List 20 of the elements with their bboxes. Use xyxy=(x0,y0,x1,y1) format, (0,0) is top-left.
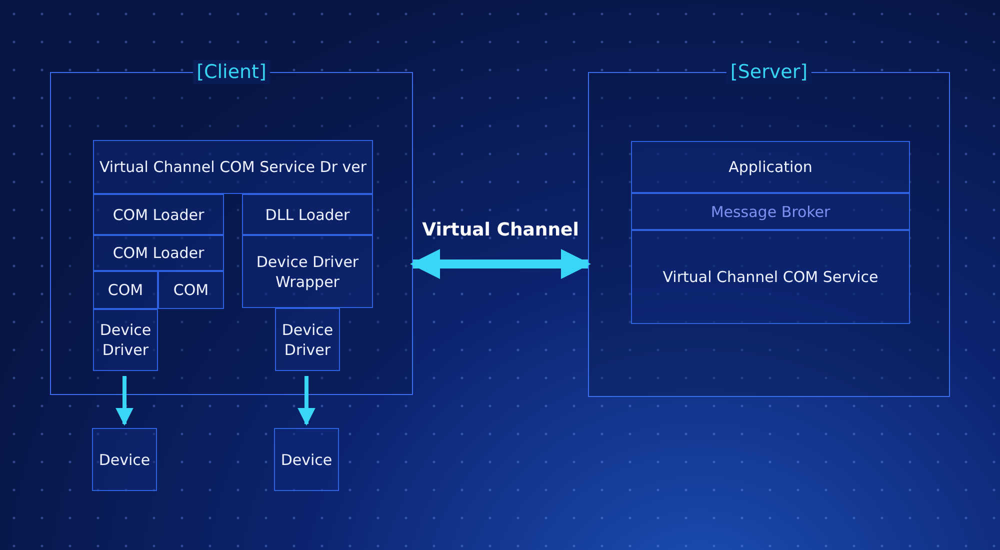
layer-box: Device Driver Wrapper xyxy=(242,235,373,308)
device-box: Device xyxy=(92,428,157,491)
panel-title: [Server] xyxy=(726,60,812,84)
layer-box: DLL Loader xyxy=(242,194,373,235)
device-box: Device xyxy=(274,428,339,491)
layer-box: COM xyxy=(93,271,158,309)
layer-box: COM Loader xyxy=(93,235,224,271)
double-arrow xyxy=(410,249,591,279)
layer-box: COM xyxy=(158,271,224,309)
layer-box: Virtual Channel COM Service xyxy=(631,230,910,324)
layer-box: Device Driver xyxy=(275,308,340,371)
layer-box: Device Driver xyxy=(93,309,158,371)
layer-box: Application xyxy=(631,141,910,193)
layer-box: COM Loader xyxy=(93,194,224,235)
layer-box: Message Broker xyxy=(631,193,910,230)
layer-box: Virtual Channel COM Service Dr ver xyxy=(93,140,373,194)
arrow xyxy=(116,376,134,426)
arrow xyxy=(298,376,316,426)
panel-title: [Client] xyxy=(192,60,270,84)
edge-label: Virtual Channel xyxy=(422,220,579,240)
